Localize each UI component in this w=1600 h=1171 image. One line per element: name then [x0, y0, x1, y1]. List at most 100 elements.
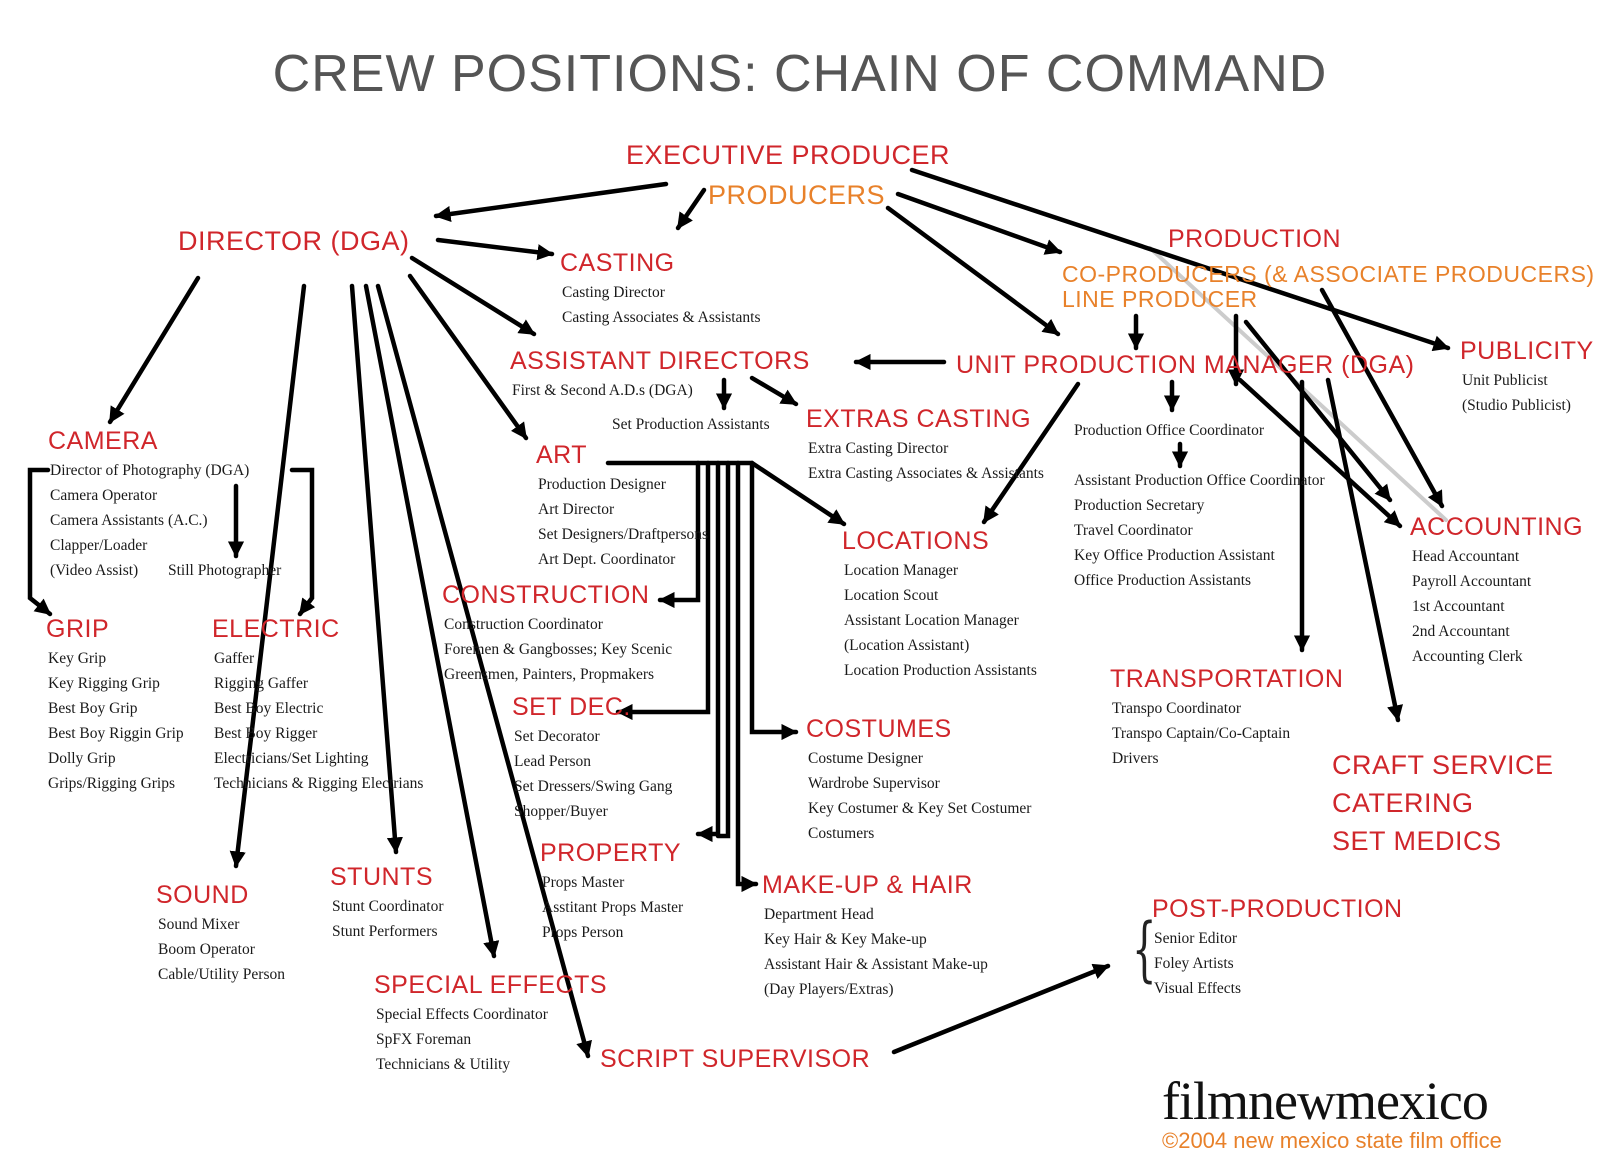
node-special-effects: SPECIAL EFFECTS Special Effects Coordina…	[374, 970, 607, 1077]
crew-item: Camera Operator	[50, 487, 158, 504]
node-camera: CAMERA Director of Photography (DGA) Cam…	[48, 426, 249, 583]
crew-item: Lead Person	[514, 753, 592, 770]
crew-item: Technicians & Utility	[376, 1056, 511, 1073]
arrow-art-to-construction	[657, 460, 701, 609]
node-production: PRODUCTION	[1168, 224, 1341, 254]
node-co-producers: CO-PRODUCERS (& ASSOCIATE PRODUCERS)	[1062, 262, 1595, 287]
node-heading: POST-PRODUCTION	[1152, 895, 1403, 923]
crew-item: Rigging Gaffer	[214, 675, 308, 692]
crew-item: Construction Coordinator	[444, 616, 603, 633]
node-heading: SCRIPT SUPERVISOR	[600, 1045, 871, 1073]
node-publicity: PUBLICITY Unit Publicist (Studio Publici…	[1460, 336, 1594, 418]
crew-list: Production Designer Art Director Set Des…	[538, 472, 708, 572]
arrow-director-to-casting	[435, 237, 555, 261]
node-line-producer: LINE PRODUCER	[1062, 287, 1258, 312]
node-heading: ART	[536, 441, 588, 469]
node-heading: CASTING	[560, 249, 675, 277]
crew-list: Set Decorator Lead Person Set Dressers/S…	[514, 724, 672, 824]
node-heading: UNIT PRODUCTION MANAGER (DGA)	[956, 351, 1415, 379]
node-heading: SET DEC.	[512, 693, 631, 721]
node-heading: DIRECTOR (DGA)	[178, 226, 410, 256]
crew-list: Casting Director Casting Associates & As…	[562, 280, 761, 330]
crew-item: Extra Casting Director	[808, 440, 949, 457]
arrow-producers-to-upm	[885, 205, 1061, 337]
crew-item: Special Effects Coordinator	[376, 1006, 548, 1023]
crew-item: SpFX Foreman	[376, 1031, 472, 1048]
node-heading: PRODUCTION	[1168, 225, 1342, 253]
node-script-supervisor: SCRIPT SUPERVISOR	[600, 1044, 870, 1074]
crew-item: Transpo Captain/Co-Captain	[1112, 725, 1291, 742]
crew-item: Director of Photography (DGA)	[50, 462, 250, 479]
arrow-director-to-stunts	[349, 283, 403, 855]
arrow-director-to-camera	[107, 275, 201, 425]
node-make-up-hair: MAKE-UP & HAIR Department Head Key Hair …	[762, 870, 988, 1002]
crew-item: Stunt Coordinator	[332, 898, 444, 915]
node-heading: LOCATIONS	[842, 527, 990, 555]
crew-item: Cable/Utility Person	[158, 966, 286, 983]
crew-item: Best Boy Rigger	[214, 725, 318, 742]
crew-item: Senior Editor	[1154, 930, 1238, 947]
crew-item: Wardrobe Supervisor	[808, 775, 940, 792]
node-electric: ELECTRIC Gaffer Rigging Gaffer Best Boy …	[212, 614, 423, 796]
arrow-art-to-makeup	[735, 460, 759, 893]
crew-item: Location Manager	[844, 562, 959, 579]
crew-item: Costumers	[808, 825, 875, 842]
arrow-upm-to-locations	[981, 381, 1081, 525]
crew-item: Accounting Clerk	[1412, 648, 1523, 665]
crew-item: Foremen & Gangbosses; Key Scenic	[444, 641, 673, 658]
crew-item: Costume Designer	[808, 750, 923, 767]
node-sound: SOUND Sound Mixer Boom Operator Cable/Ut…	[156, 880, 285, 987]
node-heading: EXECUTIVE PRODUCER	[626, 140, 951, 170]
node-transportation: TRANSPORTATION Transpo Coordinator Trans…	[1110, 664, 1343, 771]
crew-list: Props Master Asstitant Props Master Prop…	[542, 870, 683, 945]
crew-item: Unit Publicist	[1462, 372, 1548, 389]
crew-item: Casting Director	[562, 284, 665, 301]
crew-item: Payroll Accountant	[1412, 573, 1532, 590]
crew-item: Transpo Coordinator	[1112, 700, 1242, 717]
crew-item: Boom Operator	[158, 941, 255, 958]
node-heading: LINE PRODUCER	[1062, 286, 1258, 312]
production-office-item: Office Production Assistants	[1074, 572, 1252, 589]
node-heading: STUNTS	[330, 863, 433, 891]
node-heading: CRAFT SERVICE	[1332, 750, 1554, 780]
copyright-text: ©2004 new mexico state film office	[1162, 1128, 1502, 1153]
node-assistant-directors: ASSISTANT DIRECTORS First & Second A.D.s…	[510, 346, 810, 403]
arrow-ad-to-extras	[749, 375, 799, 407]
crew-item: Sound Mixer	[158, 916, 240, 933]
arrow-exec-to-publicity	[909, 167, 1451, 352]
node-heading: SPECIAL EFFECTS	[374, 971, 608, 999]
crew-item: Location Production Assistants	[844, 662, 1037, 679]
production-office-item: Travel Coordinator	[1074, 522, 1193, 539]
still-photographer-label: Still Photographer	[168, 562, 282, 579]
crew-list: Costume Designer Wardrobe Supervisor Key…	[808, 746, 1031, 846]
arrow-art-to-setdec	[615, 460, 711, 721]
node-unit-production-manager: UNIT PRODUCTION MANAGER (DGA)	[956, 350, 1415, 380]
arrow-art-to-locations-2	[715, 460, 731, 839]
arrow-camera-bracket-left	[27, 467, 53, 617]
node-art: ART Production Designer Art Director Set…	[536, 440, 708, 572]
crew-item: Art Director	[538, 501, 615, 518]
crew-item: (Studio Publicist)	[1462, 397, 1571, 414]
arrow-script-to-post	[891, 963, 1111, 1055]
crew-list: Location Manager Location Scout Assistan…	[844, 558, 1037, 683]
crew-item: Best Boy Electric	[214, 700, 324, 717]
crew-item: Art Dept. Coordinator	[538, 551, 676, 568]
node-heading: CAMERA	[48, 427, 158, 455]
node-grip: GRIP Key Grip Key Rigging Grip Best Boy …	[46, 614, 184, 796]
crew-item: Set Designers/Draftpersons	[538, 526, 709, 543]
crew-item: Drivers	[1112, 750, 1159, 767]
crew-list: First & Second A.D.s (DGA)	[512, 378, 810, 403]
node-set-dec: SET DEC. Set Decorator Lead Person Set D…	[512, 692, 672, 824]
node-producers: PRODUCERS	[708, 180, 885, 210]
arrow-line-to-accounting-2	[1243, 319, 1393, 503]
node-director: DIRECTOR (DGA)	[178, 226, 410, 256]
crew-list: Department Head Key Hair & Key Make-up A…	[764, 902, 988, 1002]
crew-item: Best Boy Grip	[48, 700, 138, 717]
crew-list: Gaffer Rigging Gaffer Best Boy Electric …	[214, 646, 423, 796]
crew-item: Asstitant Props Master	[542, 899, 684, 916]
arrow-director-to-art	[407, 273, 529, 441]
production-office-coordinator-label: Production Office Coordinator	[1074, 422, 1264, 439]
crew-list: Special Effects Coordinator SpFX Foreman…	[376, 1002, 607, 1077]
